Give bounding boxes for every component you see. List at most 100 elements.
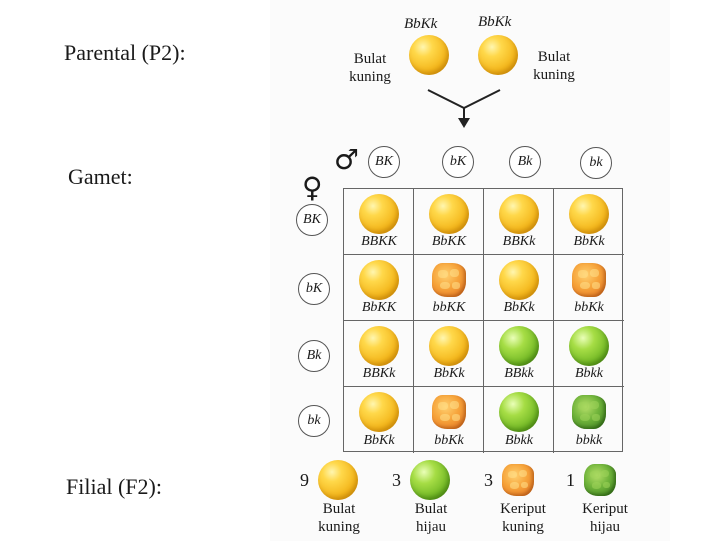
round-yellow-pea [359,392,399,432]
wrinkle-mark [440,413,451,422]
cell-genotype: bbKK [432,300,466,315]
label-parental: Parental (P2): [64,40,186,65]
round-yellow-pea [318,460,358,500]
punnett-cell: Bbkk [554,321,624,387]
wrinkle-mark [440,281,451,290]
cell-genotype: BbKk [503,300,535,315]
cell-genotype: BBKk [502,234,536,249]
cell-genotype: Bbkk [575,366,603,381]
male-gamete: Bk [509,146,541,178]
parent-2-phenotype: Bulat kuning [533,49,575,83]
punnett-cell: Bbkk [484,387,554,453]
wrinkle-mark [578,402,588,410]
wrinkle-mark [602,481,611,489]
wrinkle-mark [580,281,591,290]
filial-phenotype: Keriput hijau [582,501,628,535]
punnett-cell: BBkk [484,321,554,387]
cell-genotype: bbkk [575,433,603,448]
punnett-cell: BbKK [344,255,414,321]
wrinkle-mark [589,401,599,410]
punnett-cell: BbKk [414,321,484,387]
male-gamete: BK [368,146,400,178]
wrinkle-mark [589,471,599,479]
wrinkle-mark [449,401,459,410]
wrinkle-mark [507,471,517,479]
filial-count: 3 [392,470,401,490]
punnett-cell: BBKK [344,189,414,255]
wrinkled-green-pea [584,464,616,496]
cell-genotype: BbKk [573,234,605,249]
round-yellow-pea [429,326,469,366]
wrinkled-green-pea [572,395,606,429]
wrinkle-mark [451,414,460,421]
round-yellow-pea [359,260,399,300]
punnett-cell: bbKK [414,255,484,321]
punnett-cell: BbKk [554,189,624,255]
wrinkled-yellow-pea [432,395,466,429]
wrinkle-mark [580,413,591,422]
punnett-cell: BbKk [344,387,414,453]
round-yellow-pea [359,194,399,234]
filial-count: 9 [300,470,309,490]
wrinkle-mark [578,270,588,278]
male-gamete: bK [442,146,474,178]
cell-genotype: bbKk [574,300,604,315]
cell-genotype: BbKK [431,234,467,249]
cell-genotype: Bbkk [505,433,533,448]
parent-1-pea [409,35,449,75]
filial-phenotype: Bulat hijau [414,501,448,535]
parent-1-phenotype: Bulat kuning [349,51,391,85]
punnett-cell: BbKk [484,255,554,321]
punnett-cell: bbkk [554,387,624,453]
punnett-cell: BBKk [484,189,554,255]
wrinkle-mark [451,282,460,289]
punnett-cell: BBKk [344,321,414,387]
round-yellow-pea [429,194,469,234]
female-gamete: Bk [298,340,330,372]
female-gamete: bK [298,273,330,305]
cell-genotype: BbKk [363,433,395,448]
label-gamet: Gamet: [68,164,133,189]
parent-1-genotype: BbKk [404,16,438,32]
parent-2-genotype: BbKk [478,14,512,30]
round-yellow-pea [569,194,609,234]
cell-genotype: BbKK [361,300,397,315]
wrinkle-mark [449,269,459,278]
filial-phenotype: Keriput kuning [500,501,546,535]
cell-genotype: BbKk [433,366,465,381]
punnett-cell: bbKk [554,255,624,321]
cell-genotype: BBkk [504,366,534,381]
wrinkled-yellow-pea [432,263,466,297]
filial-count: 1 [566,470,575,490]
punnett-cell: bbKk [414,387,484,453]
cross-arrow [427,89,501,128]
filial-count: 3 [484,470,493,490]
round-yellow-pea [499,194,539,234]
wrinkle-mark [591,414,600,421]
female-gamete: bk [298,405,330,437]
wrinkle-mark [520,481,529,489]
wrinkle-mark [438,402,448,410]
round-yellow-pea [499,260,539,300]
male-symbol: ♂ [334,143,360,176]
wrinkled-yellow-pea [572,263,606,297]
wrinkle-mark [591,481,602,489]
male-gamete: bk [580,147,612,179]
round-yellow-pea [359,326,399,366]
round-green-pea [499,326,539,366]
wrinkle-mark [509,481,520,489]
round-green-pea [569,326,609,366]
wrinkled-yellow-pea [502,464,534,496]
round-green-pea [410,460,450,500]
label-filial: Filial (F2): [66,474,162,499]
wrinkle-mark [591,282,600,289]
wrinkle-mark [600,469,609,478]
cell-genotype: BBKK [361,234,397,249]
wrinkle-mark [438,270,448,278]
cell-genotype: BBKk [362,366,396,381]
female-gamete: BK [296,204,328,236]
wrinkle-mark [518,469,527,478]
parent-2-pea [478,35,518,75]
round-green-pea [499,392,539,432]
